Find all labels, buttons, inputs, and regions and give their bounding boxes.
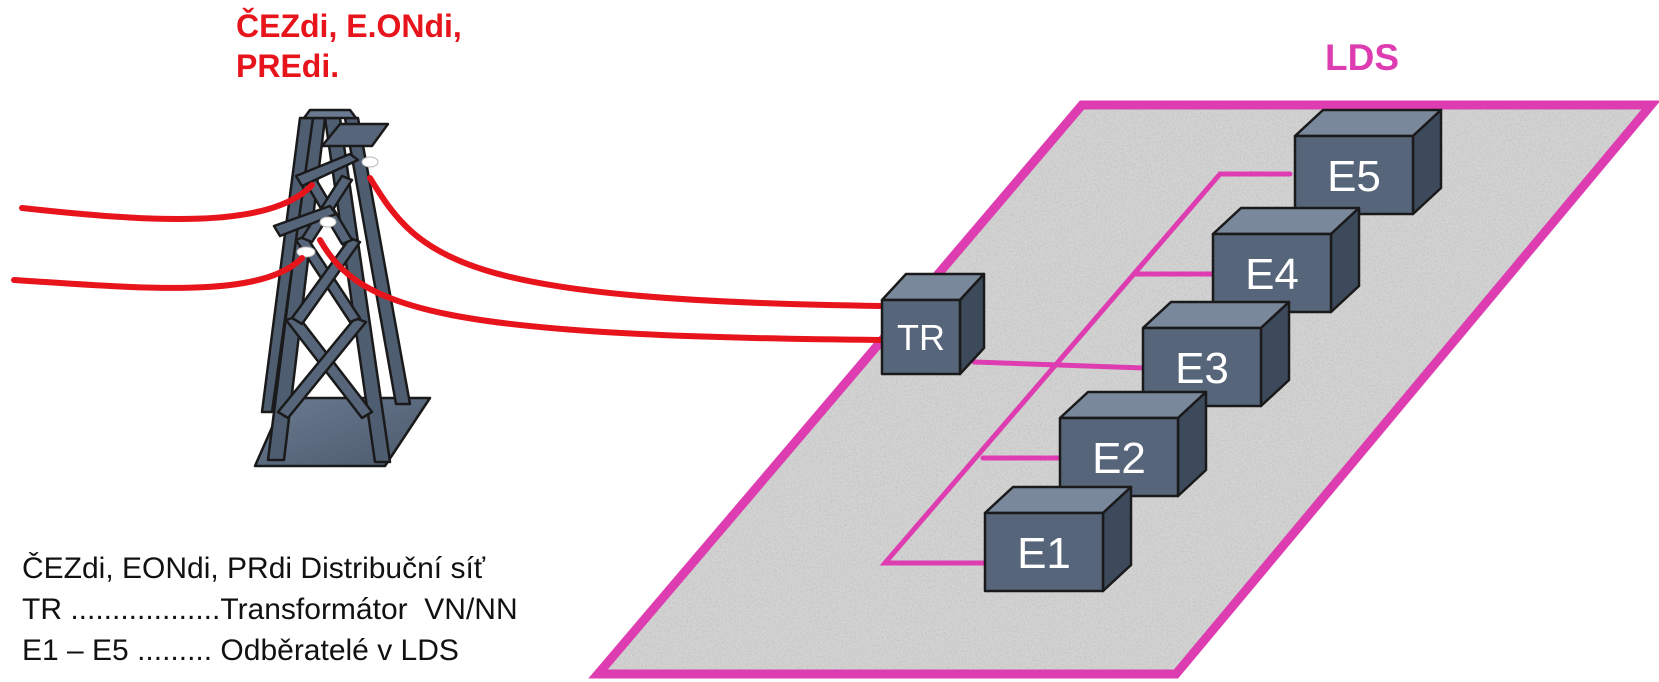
consumer-box-e5-label: E5	[1327, 152, 1381, 201]
consumer-box-e5-front	[1293, 134, 1415, 216]
consumer-box-e2-label: E2	[1092, 434, 1146, 483]
consumer-box-e4-front	[1211, 232, 1333, 314]
pylon-tower-icon	[253, 108, 432, 468]
lds-label: LDS	[1325, 37, 1399, 78]
consumer-box-e4: E4	[1211, 206, 1361, 314]
consumer-box-e1-label: E1	[1017, 529, 1071, 578]
wire-trunk	[879, 171, 1293, 566]
grid-operator-title-line1: ČEZdi, E.ONdi,	[236, 8, 462, 44]
consumer-box-e3-front	[1141, 326, 1263, 408]
power-line-left-lower	[11, 255, 305, 291]
grid-operator-title-line2: PREdi.	[236, 48, 340, 84]
consumer-box-e4-label: E4	[1245, 250, 1299, 299]
wire-tr-to-e3	[971, 359, 1148, 371]
legend: ČEZdi, EONdi, PRdi Distribuční síť TR ..…	[22, 548, 518, 671]
consumer-box-e3-label: E3	[1175, 344, 1229, 393]
lds-area	[588, 100, 1659, 679]
consumer-box-e2: E2	[1058, 390, 1208, 498]
legend-line-transformer: TR ..................Transformátor VN/NN	[22, 593, 518, 626]
legend-line-consumers: E1 – E5 ......... Odběratelé v LDS	[22, 634, 459, 667]
consumer-box-e2-front	[1058, 416, 1180, 498]
transformer-box-front	[880, 298, 962, 376]
transformer-box: TR	[880, 272, 986, 376]
lds-frame	[588, 100, 1659, 679]
grid-operator-title: ČEZdi, E.ONdi, PREdi.	[236, 6, 462, 86]
power-line-right-upper	[367, 175, 883, 309]
consumer-box-e1-front	[983, 511, 1105, 593]
power-lines	[11, 175, 883, 343]
consumer-box-e5: E5	[1293, 108, 1443, 216]
power-line-right-lower	[317, 237, 883, 343]
lds-wiring	[879, 171, 1293, 566]
consumer-box-e3: E3	[1141, 300, 1291, 408]
transformer-box-label: TR	[897, 317, 945, 358]
consumer-box-e1: E1	[983, 485, 1133, 593]
lds-texture	[598, 105, 1651, 674]
legend-line-grid: ČEZdi, EONdi, PRdi Distribuční síť	[22, 552, 486, 585]
power-line-left-upper	[19, 182, 315, 222]
